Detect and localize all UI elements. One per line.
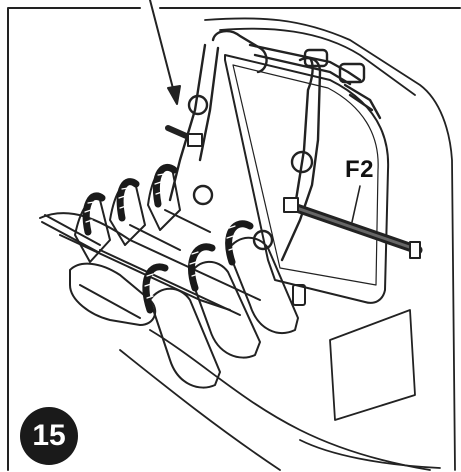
hanging-clip — [292, 284, 306, 306]
frame-border-left — [7, 7, 141, 471]
side-strap — [165, 125, 203, 147]
f2-strap — [283, 185, 423, 259]
rack-frame — [168, 29, 382, 262]
strap-teeth — [84, 173, 236, 299]
ratchet-straps — [82, 163, 254, 314]
holder-arms — [41, 209, 211, 253]
car-body — [119, 17, 456, 471]
pointer-arrow — [149, 0, 181, 105]
step-number-badge: 15 — [20, 407, 78, 465]
step-number: 15 — [32, 419, 66, 452]
rear-window — [224, 54, 390, 304]
callout-label-f2: F2 — [345, 156, 375, 183]
